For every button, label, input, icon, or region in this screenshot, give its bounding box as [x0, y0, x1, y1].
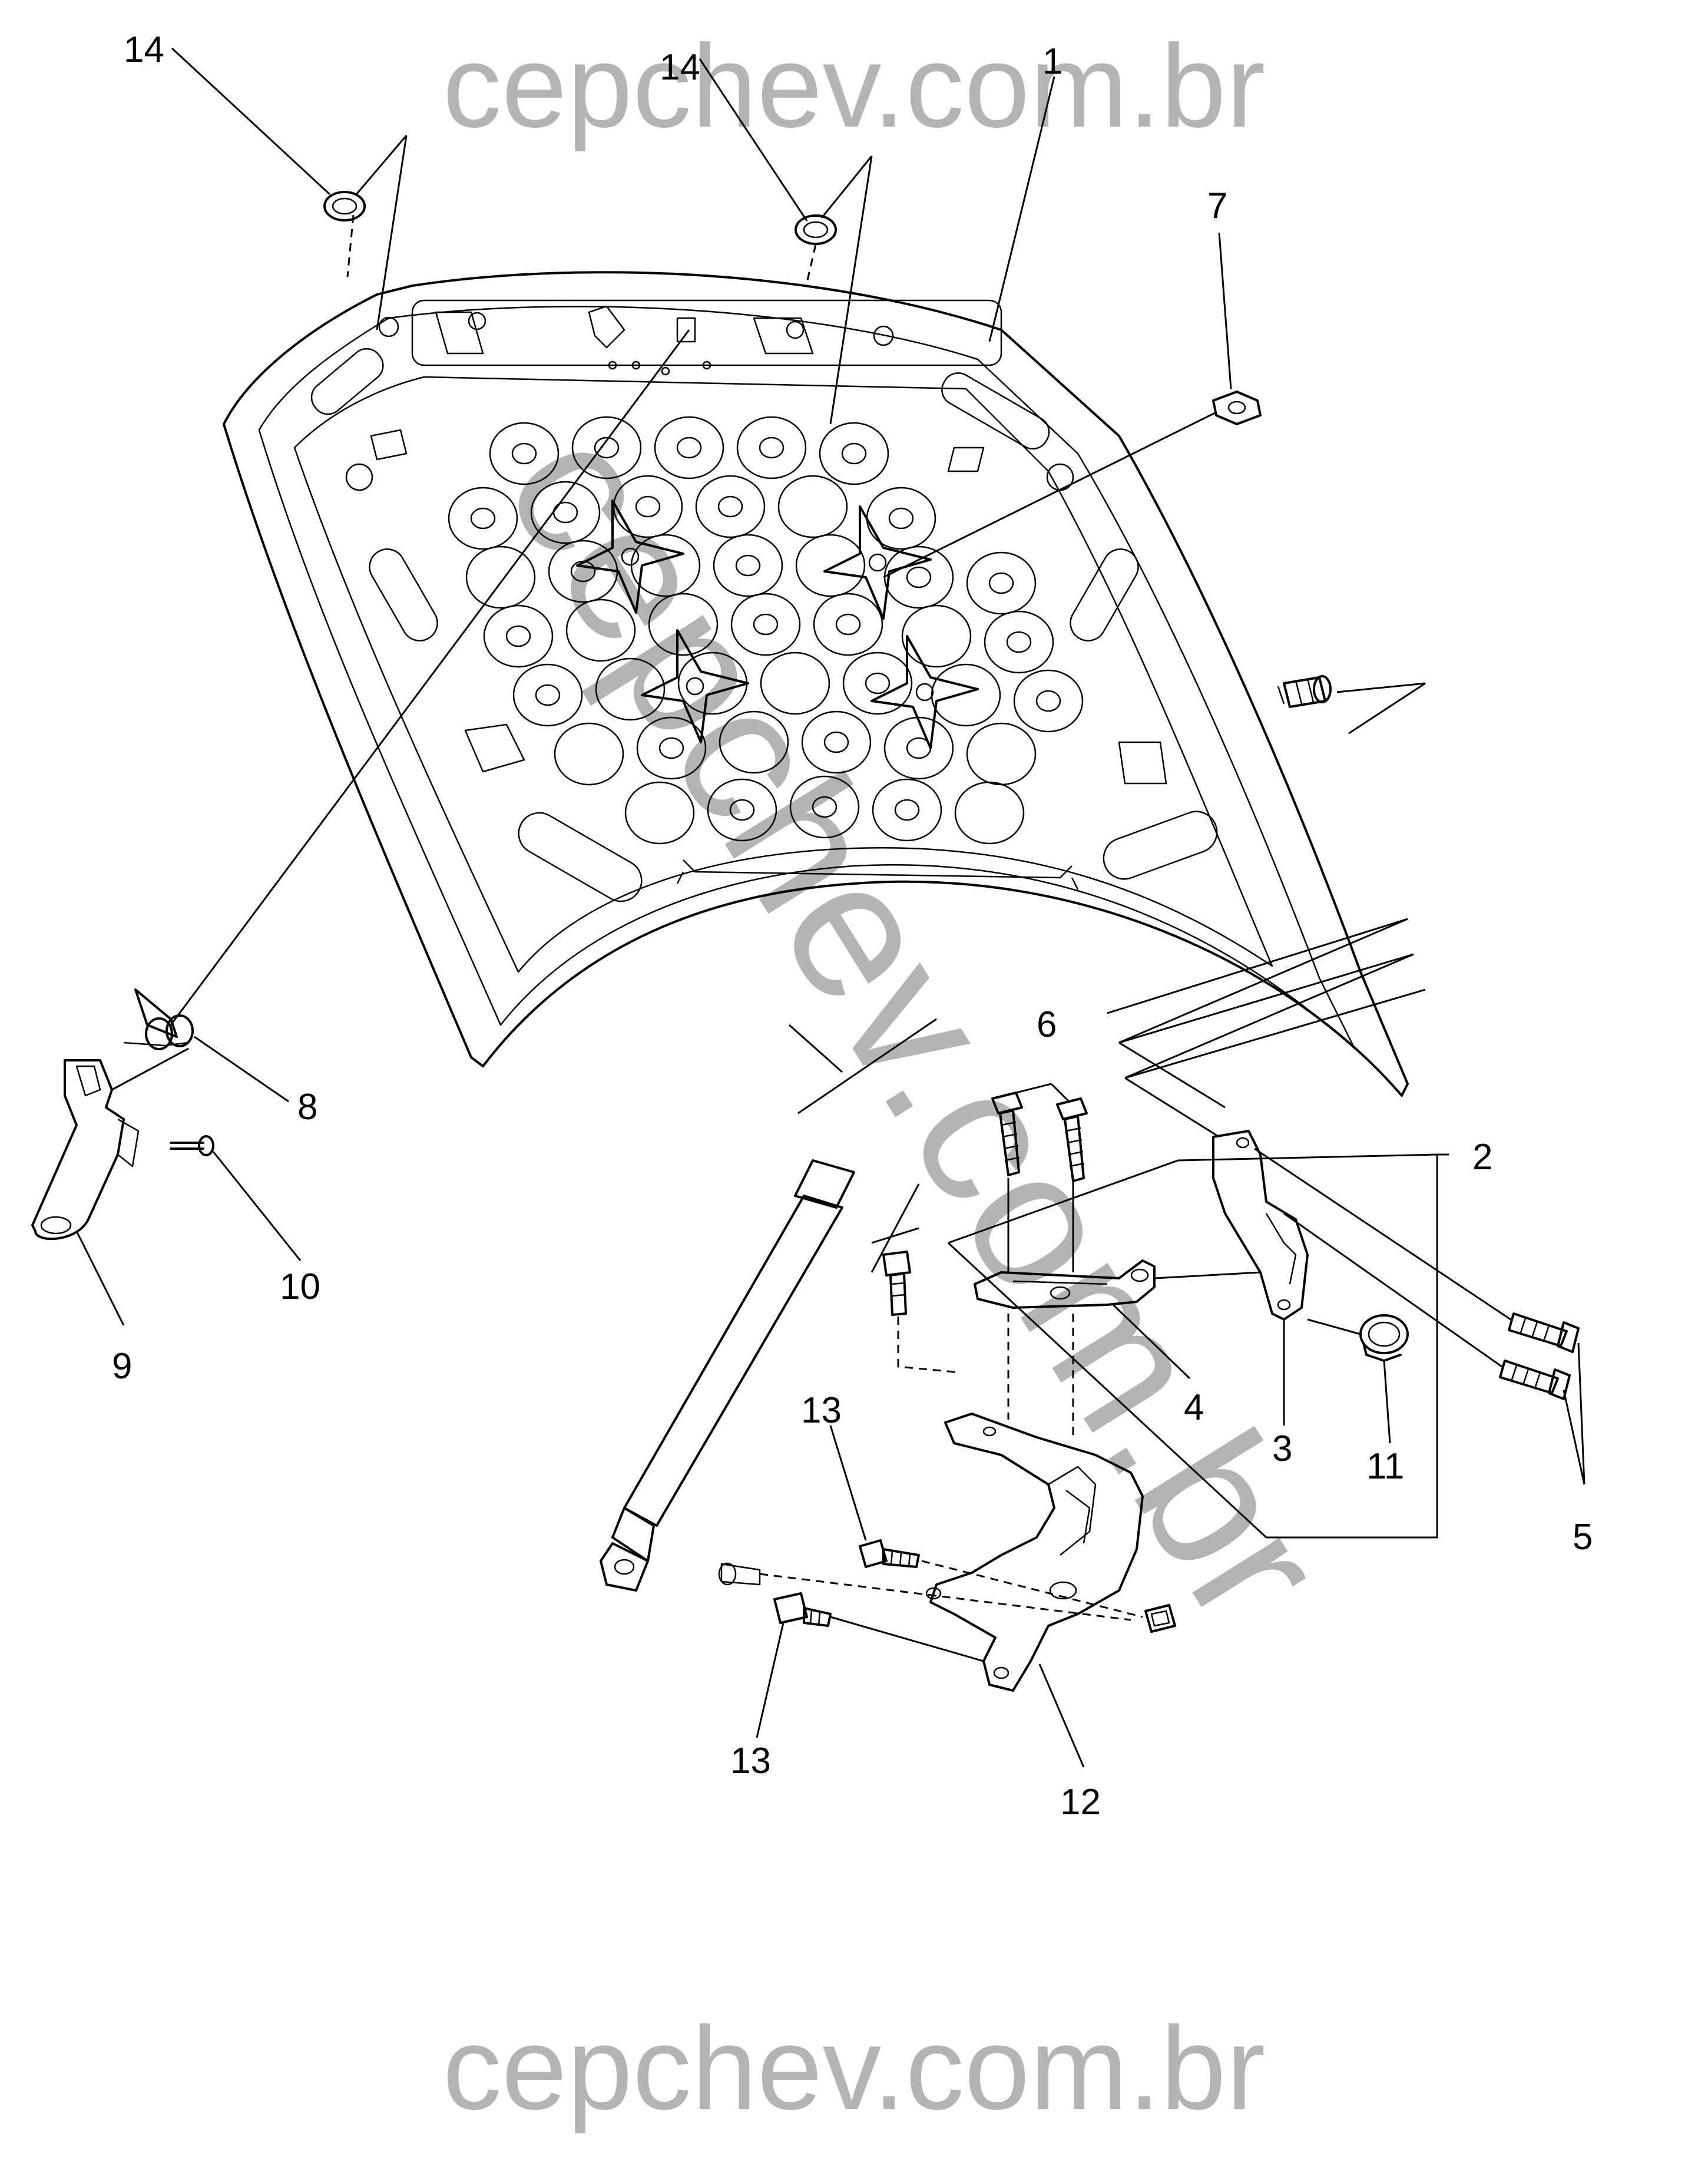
callout-3: 3 — [1272, 1428, 1292, 1469]
bracket-clip — [1144, 1604, 1176, 1633]
callout-12: 12 — [1060, 1782, 1101, 1823]
hood-panel — [223, 271, 1409, 1097]
part-14-bumper-right — [795, 214, 837, 245]
part-14-bumper-left — [323, 191, 366, 221]
callout-4: 4 — [1184, 1387, 1204, 1428]
callout-11: 11 — [1366, 1446, 1404, 1487]
watermark-top: cepchev.com.br — [443, 21, 1266, 152]
callout-14-left: 14 — [124, 29, 164, 70]
leader-lines — [75, 47, 1585, 1768]
part-6-bolt-right — [1056, 1097, 1088, 1182]
bracket-stud — [718, 1562, 761, 1586]
hood-side-stud — [1277, 675, 1332, 708]
callout-8: 8 — [297, 1087, 317, 1127]
callout-1: 1 — [1042, 41, 1062, 82]
callout-5: 5 — [1573, 1517, 1593, 1557]
part-12-hinge-base — [925, 1413, 1144, 1692]
part-10-rivet — [170, 1135, 214, 1156]
hinge-bolt-left — [882, 1251, 911, 1316]
callout-6: 6 — [1037, 1004, 1057, 1045]
part-13-bolt-upper — [859, 1539, 920, 1568]
callout-2: 2 — [1472, 1137, 1492, 1178]
watermark-bottom: cepchev.com.br — [443, 2003, 1266, 2134]
part-9-lever — [31, 1059, 140, 1241]
callout-13-lower: 13 — [730, 1741, 771, 1781]
hood-gas-strut — [600, 1159, 855, 1592]
callout-9: 9 — [112, 1346, 132, 1387]
part-11-plug — [1359, 1314, 1409, 1362]
watermark-diagonal: cepchev.com.br — [464, 391, 1369, 1658]
insulation-pads — [448, 416, 1084, 845]
part-5-bolt-lower — [1499, 1360, 1571, 1400]
part-8-spring — [123, 988, 194, 1050]
part-3-hinge-arm — [1212, 1130, 1309, 1321]
callout-10: 10 — [280, 1266, 320, 1307]
callout-13-upper: 13 — [801, 1390, 842, 1431]
part-7-nut — [1212, 391, 1262, 425]
part-4-hinge-link — [974, 1259, 1156, 1309]
callout-14-right: 14 — [660, 47, 700, 88]
callout-7: 7 — [1207, 186, 1227, 226]
callout-labels: 1 2 3 4 5 6 7 8 9 10 11 12 13 13 14 14 — [112, 29, 1593, 1823]
part-5-bolt-upper — [1508, 1312, 1580, 1353]
part-13-bolt-lower — [773, 1592, 832, 1627]
